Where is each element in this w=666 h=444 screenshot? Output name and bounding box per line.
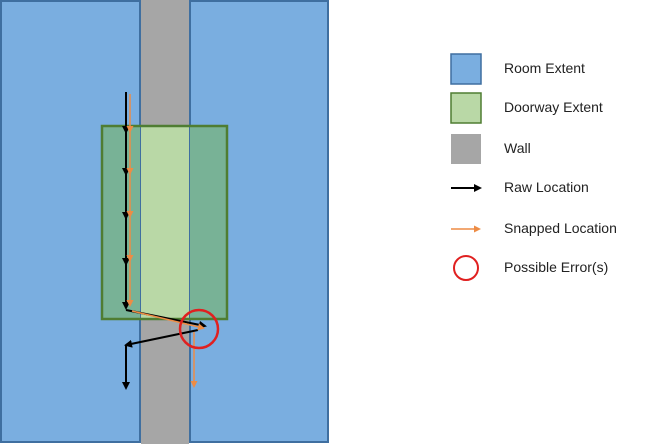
snapped-location-arrow-icon — [451, 225, 481, 233]
legend-item-room-extent: Room Extent — [450, 53, 660, 85]
legend-item-doorway-extent: Doorway Extent — [450, 92, 660, 124]
doorway-over-wall — [141, 126, 189, 319]
doorway-extent-swatch — [450, 92, 482, 124]
possible-error-circle — [178, 308, 220, 350]
legend-item-possible-error: Possible Error(s) — [450, 252, 660, 284]
raw-location-arrow-icon — [451, 184, 482, 192]
legend-item-wall: Wall — [450, 133, 660, 165]
snapped-segment — [131, 310, 205, 331]
room-extent-swatch — [450, 53, 482, 85]
legend-label-room-extent: Room Extent — [504, 60, 585, 76]
legend-label-raw-location: Raw Location — [504, 179, 589, 195]
possible-error-circle-icon — [453, 255, 479, 281]
wall-swatch — [451, 134, 481, 164]
doorway-over-right-room — [190, 126, 227, 319]
legend-label-wall: Wall — [504, 140, 531, 156]
legend-label-possible-error: Possible Error(s) — [504, 259, 609, 275]
legend-item-snapped-location: Snapped Location — [450, 213, 660, 245]
legend-item-raw-location: Raw Location — [450, 172, 660, 204]
legend-label-doorway-extent: Doorway Extent — [504, 99, 603, 115]
snapped-location-path — [126, 94, 205, 388]
doorway-over-left-room — [102, 126, 140, 319]
legend-label-snapped-location: Snapped Location — [504, 220, 617, 236]
raw-segment — [124, 329, 199, 348]
